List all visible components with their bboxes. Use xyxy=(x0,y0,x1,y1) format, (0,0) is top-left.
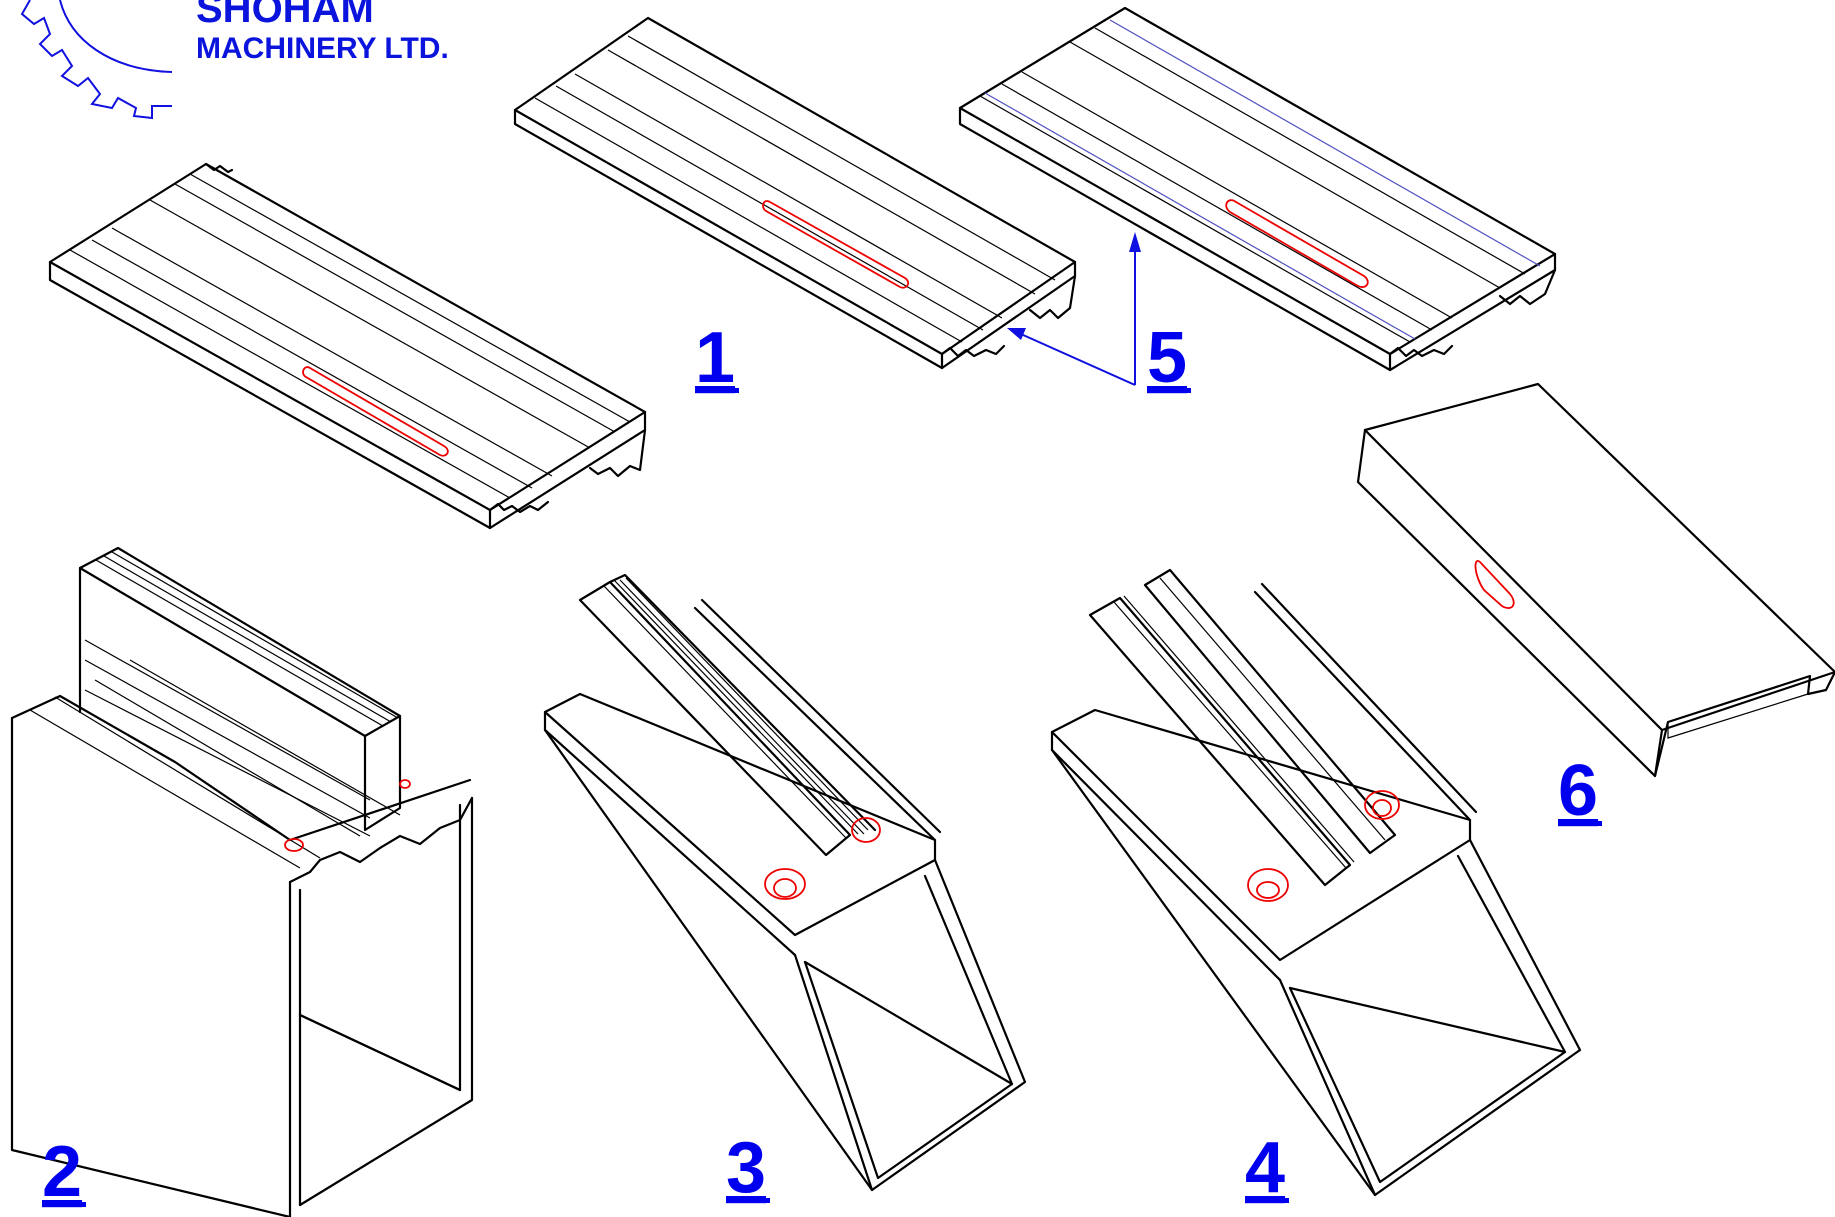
label-1: 1 xyxy=(695,318,735,398)
label-2: 2 xyxy=(42,1132,82,1212)
mounting-slot xyxy=(302,366,449,457)
arrow-icon xyxy=(1007,232,1141,386)
box-profile-2 xyxy=(10,546,474,1217)
label-underlines xyxy=(42,388,1602,1207)
mounting-hole xyxy=(764,868,806,900)
flat-profile-left xyxy=(48,162,647,530)
mounting-hole xyxy=(1247,868,1289,902)
flat-profile-1 xyxy=(513,16,1077,370)
company-name: SHOHAM xyxy=(196,0,374,31)
mounting-slot xyxy=(1225,199,1369,288)
mounting-slot xyxy=(762,200,909,289)
box-profile-4 xyxy=(1050,568,1582,1197)
label-5: 5 xyxy=(1147,318,1187,398)
mounting-hole xyxy=(284,838,304,852)
label-4: 4 xyxy=(1245,1128,1285,1208)
label-6: 6 xyxy=(1558,751,1598,831)
channel-profile-6 xyxy=(1356,382,1835,778)
mounting-slot xyxy=(1474,560,1515,609)
label-3: 3 xyxy=(726,1128,766,1208)
company-logo: SHOHAM MACHINERY LTD. xyxy=(20,0,449,120)
flat-profile-5 xyxy=(958,6,1557,372)
company-subtitle: MACHINERY LTD. xyxy=(196,32,449,65)
box-profile-3 xyxy=(543,573,1027,1192)
gear-icon xyxy=(20,0,173,120)
